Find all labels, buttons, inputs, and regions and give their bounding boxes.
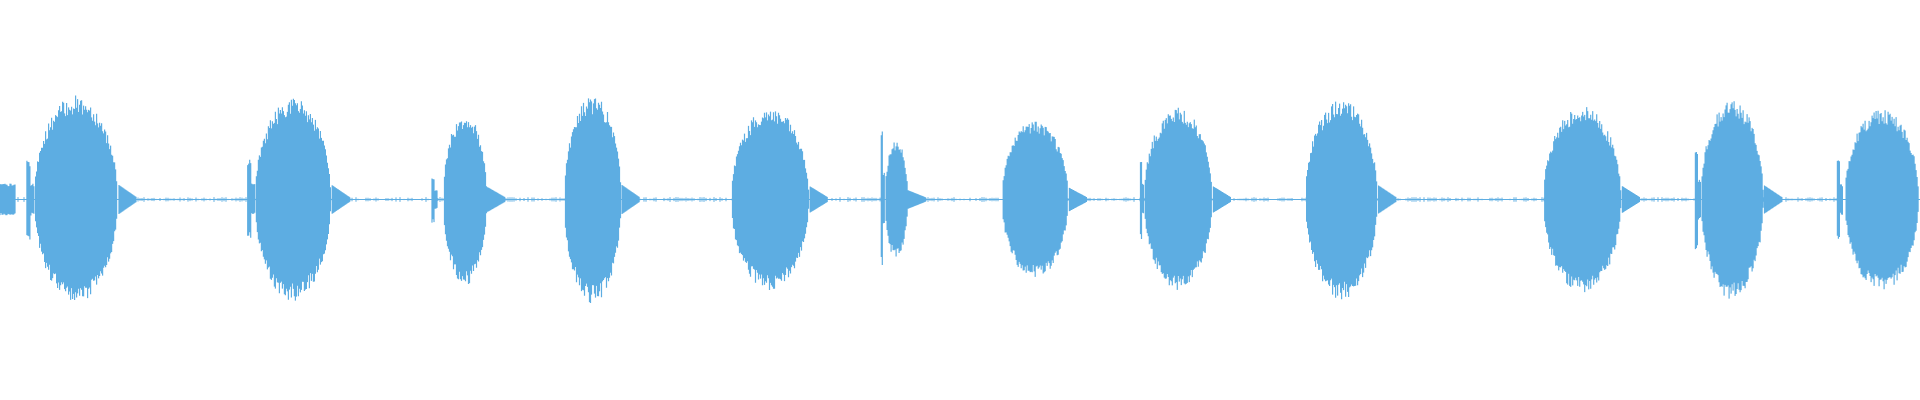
waveform-segment-burst-2 xyxy=(35,95,137,300)
waveform-segment-blip-0 xyxy=(0,183,16,216)
waveform-segment-burst-14 xyxy=(1306,101,1397,300)
waveform-segment-burst-19 xyxy=(1845,110,1919,290)
waveform-segment-click-5 xyxy=(431,178,438,223)
waveform-segment-burst-17 xyxy=(1701,101,1783,299)
waveform-segment-burst-7 xyxy=(564,98,640,303)
waveform-segment-burst-15 xyxy=(1544,107,1640,293)
waveform-segment-click-18 xyxy=(1836,160,1843,239)
waveform-segment-burst-8 xyxy=(731,111,828,290)
waveform-segment-click-16 xyxy=(1694,152,1701,250)
waveform-segment-click-9 xyxy=(880,131,885,265)
waveform-segment-burst-4 xyxy=(255,98,350,301)
waveform-segment-click-12 xyxy=(1139,162,1145,239)
waveform-segment-click-1 xyxy=(26,160,35,240)
waveform-segment-burst-6 xyxy=(443,121,506,284)
waveform-segment-burst-10 xyxy=(885,142,926,257)
waveform-segment-click-3 xyxy=(247,159,256,238)
